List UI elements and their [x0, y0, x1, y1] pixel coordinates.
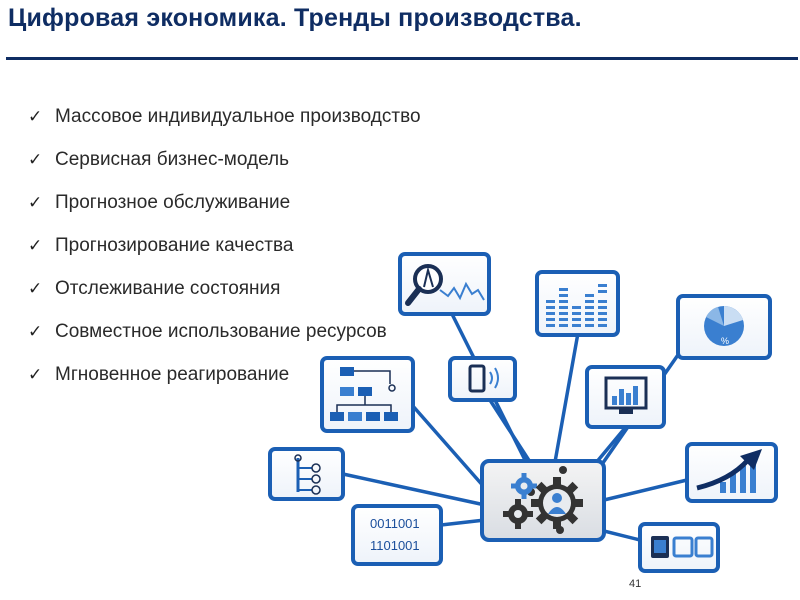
pie-chart-icon: %	[676, 294, 772, 360]
list-item: ✓ Прогнозирование качества	[28, 233, 421, 276]
list-item: ✓ Совместное использование ресурсов	[28, 319, 421, 362]
list-item: ✓ Мгновенное реагирование	[28, 362, 421, 405]
checkmark-icon: ✓	[28, 279, 43, 299]
tree-list-icon	[268, 447, 345, 501]
equalizer-icon	[535, 270, 620, 337]
list-item-text: Мгновенное реагирование	[55, 364, 290, 385]
checkmark-icon: ✓	[28, 150, 43, 170]
list-item-text: Совместное использование ресурсов	[55, 321, 387, 342]
slide-title: Цифровая экономика. Тренды производства.	[8, 4, 582, 32]
list-item: ✓ Отслеживание состояния	[28, 276, 421, 319]
magnifier-chart-icon	[398, 252, 491, 316]
checkmark-icon: ✓	[28, 193, 43, 213]
binary-line-2: 1101001	[370, 538, 420, 553]
binary-data-icon: 0011001 1101001	[351, 504, 443, 566]
list-item-text: Прогнозирование качества	[55, 235, 294, 256]
mobile-signal-icon	[448, 356, 517, 402]
list-item: ✓ Прогнозное обслуживание	[28, 190, 421, 233]
checkmark-icon: ✓	[28, 365, 43, 385]
monitor-chart-icon	[585, 365, 666, 429]
list-item-text: Массовое индивидуальное производство	[55, 106, 421, 127]
list-item: ✓ Сервисная бизнес-модель	[28, 147, 421, 190]
growth-arrow-icon	[685, 442, 778, 503]
flowchart-icon	[320, 356, 415, 433]
page-number: 41	[629, 578, 642, 590]
binary-line-1: 0011001	[370, 516, 420, 531]
list-item: ✓ Массовое индивидуальное производство	[28, 104, 421, 147]
list-item-text: Отслеживание состояния	[55, 278, 281, 299]
checkmark-icon: ✓	[28, 236, 43, 256]
pie-label: %	[721, 336, 729, 346]
checkmark-icon: ✓	[28, 322, 43, 342]
list-item-text: Сервисная бизнес-модель	[55, 149, 290, 170]
title-divider	[6, 57, 798, 60]
checkmark-icon: ✓	[28, 107, 43, 127]
trend-list: ✓ Массовое индивидуальное производство ✓ С…	[28, 104, 421, 405]
gears-person-icon	[480, 459, 606, 542]
devices-icon	[638, 522, 720, 573]
list-item-text: Прогнозное обслуживание	[55, 192, 291, 213]
